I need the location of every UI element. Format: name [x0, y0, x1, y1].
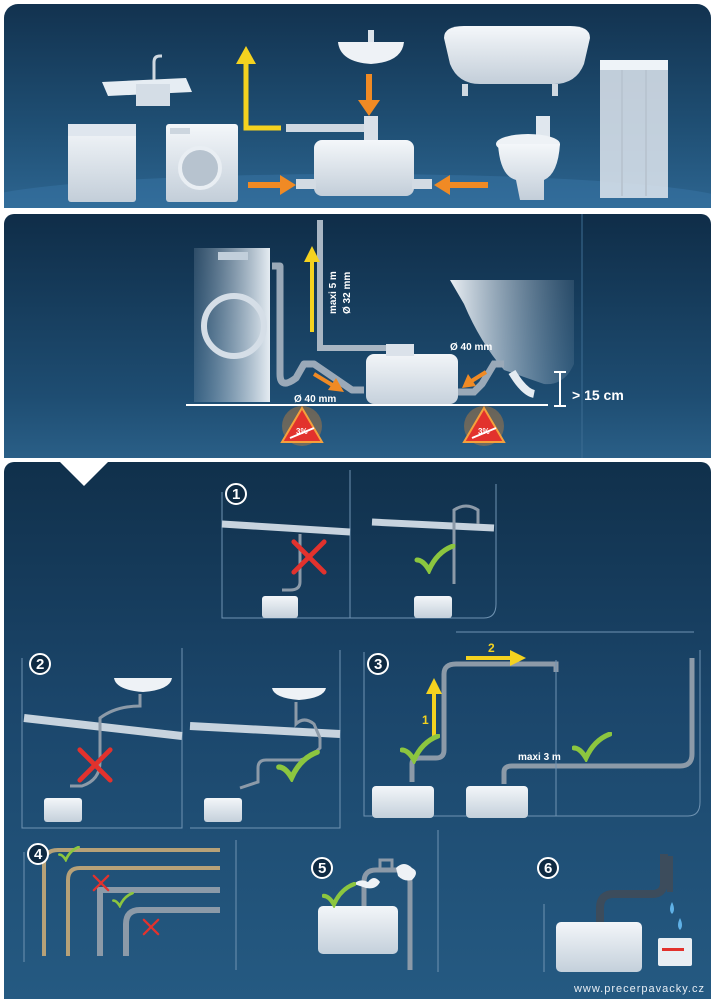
pipe-diameter-label: Ø 32 mm: [342, 272, 353, 314]
toilet-illustration: [496, 116, 560, 200]
orange-left-arrow: [434, 175, 488, 195]
slope-warning-badge-right: 3%: [462, 406, 506, 446]
yellow-up-arrow: [304, 246, 320, 332]
svg-text:4: 4: [34, 846, 43, 863]
rule-4-number-badge: 4: [27, 843, 49, 865]
panel-installation-rules: 1 2 1 2 maxi 3 m: [4, 462, 711, 999]
height-marker: [554, 371, 566, 407]
rule-5-check-icon: [324, 884, 355, 904]
inlet-diameter-right-label: Ø 40 mm: [450, 342, 492, 353]
water-drop-icon: [678, 918, 682, 930]
outlet-pipe: [286, 124, 366, 132]
panel-notch: [60, 462, 108, 486]
slope-warning-badge-left: 3%: [280, 406, 324, 446]
pump-unit-side-illustration: [366, 344, 458, 404]
pump-unit-illustration: [296, 140, 432, 196]
kitchen-sink-illustration: [102, 54, 192, 106]
rule-3-number-badge: 3: [367, 653, 389, 675]
rule-3-max-length-label: maxi 3 m: [518, 752, 561, 763]
rule-4-cross-2-icon: [142, 918, 160, 936]
cloud-icon: [354, 878, 380, 889]
rule-1-block: [221, 470, 497, 619]
orange-inlet-arrow-right: [462, 370, 488, 388]
svg-text:3: 3: [374, 656, 382, 673]
drain-hose: [272, 262, 364, 394]
bath-drain-pipe: [458, 360, 504, 396]
rule-6-block: [543, 854, 692, 972]
orange-right-arrow: [248, 175, 296, 195]
yellow-up-arrow: [236, 46, 281, 131]
rule-4-check-2-icon: [112, 892, 134, 908]
top-inlet-pipe: [364, 116, 378, 142]
dishwasher-illustration: [68, 124, 136, 202]
rule-3-block: [363, 631, 701, 818]
shower-cabin-illustration: [600, 60, 668, 198]
rule-3-right-arrow-label: 2: [488, 641, 495, 655]
rule-6-number-badge: 6: [537, 857, 559, 879]
water-drop-icon: [670, 902, 674, 914]
rule-1-number-badge: 1: [225, 483, 247, 505]
panel-connections-overview: [4, 4, 711, 208]
svg-text:1: 1: [232, 486, 240, 503]
rule-5-number-badge: 5: [311, 857, 333, 879]
min-height-label: > 15 cm: [572, 387, 624, 403]
inlet-diameter-left-label: Ø 40 mm: [294, 394, 336, 405]
bathtub-side-illustration: [450, 280, 574, 398]
svg-text:5: 5: [318, 860, 326, 877]
bathtub-illustration: [444, 26, 590, 96]
orange-down-arrow: [358, 74, 380, 116]
rule-2-number-badge: 2: [29, 653, 51, 675]
rule-3-check-right-icon: [574, 734, 610, 758]
panel-installation-side-view: maxi 5 m Ø 32 mm Ø 40 mm Ø 40 mm > 15 cm…: [4, 214, 711, 458]
rule-4-block: [23, 840, 237, 970]
watermark: www.precerpavacky.cz: [573, 983, 705, 995]
washbasin-illustration: [338, 30, 404, 64]
orange-inlet-arrow-left: [312, 372, 344, 392]
rule-3-up-arrow: [426, 678, 442, 738]
rule-2-block: [21, 648, 341, 829]
rule-3-up-arrow-label: 1: [422, 713, 429, 727]
svg-text:6: 6: [544, 860, 552, 877]
svg-text:3%: 3%: [296, 427, 308, 436]
rule-3-right-arrow: [466, 650, 526, 666]
rule-5-block: [318, 830, 439, 972]
svg-text:3%: 3%: [478, 427, 490, 436]
svg-text:2: 2: [36, 656, 44, 673]
washing-machine-illustration: [166, 124, 238, 202]
pipe-length-label: maxi 5 m: [328, 271, 339, 314]
cloud-icon: [396, 864, 416, 881]
washing-machine-side-illustration: [194, 248, 270, 402]
